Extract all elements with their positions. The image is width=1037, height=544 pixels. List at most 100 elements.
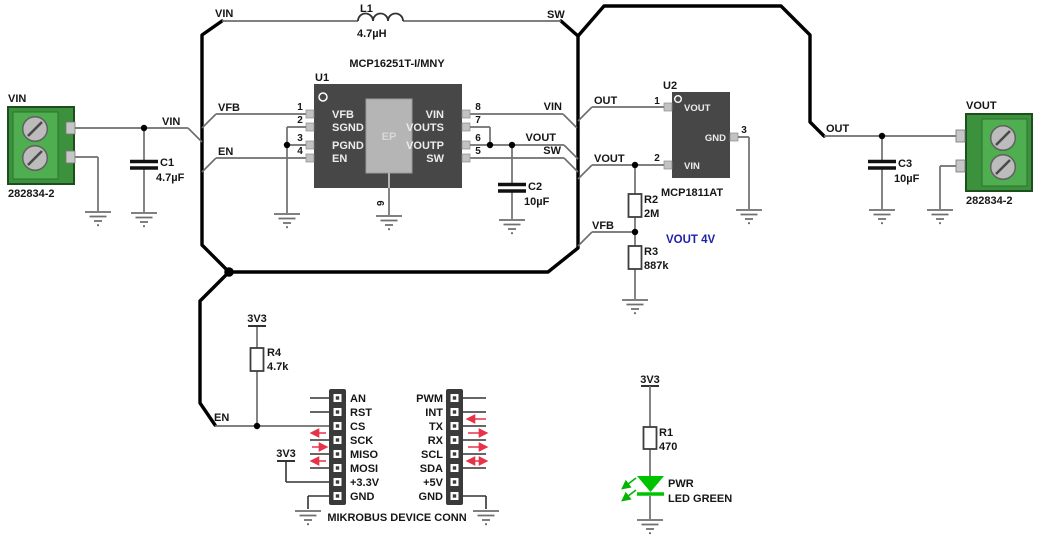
mikrobus-pin-mosi: MOSI: [350, 463, 378, 475]
pin-tab: [461, 109, 471, 119]
ground-symbol: [130, 212, 158, 228]
screw-slot: [27, 150, 43, 166]
mikrobus-pin-rst: RST: [350, 407, 372, 419]
u2-pin-vin: VIN: [684, 161, 700, 172]
header-pin: [450, 408, 459, 416]
c3-ref: C3: [898, 158, 912, 170]
u1-pin-num-5: 5: [475, 146, 481, 157]
mikrobus-header-left: [329, 389, 346, 505]
header-pin: [333, 422, 342, 430]
led-type: LED GREEN: [668, 493, 732, 505]
net-label-en2: EN: [214, 412, 229, 424]
led-emission-arrow-icon: [621, 477, 637, 490]
u1-pin-num-6: 6: [475, 133, 481, 144]
u1-pin-voutp: VOUTP: [406, 140, 444, 152]
inductor-net: VIN SW L1 4.7µH: [215, 3, 565, 40]
inductor-symbol: [357, 12, 404, 22]
net-label-out: OUT: [594, 95, 618, 107]
header-pin: [333, 408, 342, 416]
bus-junction-dot: [224, 267, 234, 277]
net-label-sw-top: SW: [547, 9, 565, 21]
u1-pin-num-7: 7: [475, 115, 481, 126]
mikrobus-pin-sda: SDA: [420, 463, 443, 475]
ground-symbol: [498, 219, 526, 235]
ground-symbol: [375, 215, 403, 231]
mikrobus-pin-3v3: +3.3V: [350, 477, 380, 489]
u1-pin-num-4: 4: [297, 146, 303, 157]
pin-tab: [305, 140, 315, 150]
pin-tab: [305, 109, 315, 119]
net-label-vin: VIN: [162, 116, 180, 128]
r1-value: 470: [659, 441, 677, 453]
header-pin: [450, 394, 459, 402]
terminal-vout-part: 282834-2: [966, 195, 1013, 207]
c2-ref: C2: [528, 181, 542, 193]
mikrobus-pin-miso: MISO: [350, 449, 379, 461]
resistor-r2: [627, 193, 643, 218]
header-pin: [333, 394, 342, 402]
junction-dot: [878, 132, 886, 140]
header-pin: [333, 450, 342, 458]
mikrobus-pin-gnd-right: GND: [419, 491, 444, 503]
u2-part: MCP1811AT: [661, 187, 723, 199]
ground-symbol: [84, 211, 112, 227]
mikrobus-pin-5v: +5V: [423, 477, 444, 489]
pin-tab: [461, 140, 471, 150]
u2-pin-gnd: GND: [705, 133, 726, 144]
header-pin: [333, 464, 342, 472]
terminal-pin-tab: [955, 129, 966, 143]
ground-symbol: [273, 213, 301, 229]
resistor-r4: [249, 347, 265, 372]
junction-dot: [253, 422, 261, 430]
mikrobus-pin-gnd-left: GND: [350, 491, 375, 503]
u1-pin-num-8: 8: [475, 102, 481, 113]
net-label-sw-pin5: SW: [543, 145, 561, 157]
led-emission-arrow-icon: [621, 489, 637, 502]
c1-ref: C1: [160, 157, 174, 169]
u1-pin-num-9: 9: [376, 200, 387, 206]
terminal-vin-label: VIN: [8, 93, 26, 105]
screw-slot: [995, 159, 1011, 175]
header-pin: [450, 492, 459, 500]
led-symbol: [637, 476, 664, 492]
u1-pin-vouts: VOUTS: [406, 122, 444, 134]
u1-ep-label: EP: [382, 131, 397, 143]
r1-ref: R1: [659, 427, 673, 439]
ground-symbol: [621, 299, 649, 315]
u1-ref: U1: [315, 72, 329, 84]
u2-pin-num-3: 3: [741, 125, 747, 136]
pin1-indicator-icon: [318, 92, 328, 102]
junction-dot: [486, 141, 494, 149]
header-pin: [333, 492, 342, 500]
pin1-indicator-icon: [674, 94, 683, 103]
u2-pin-num-1: 1: [654, 96, 660, 107]
ground-symbol: [472, 510, 500, 526]
terminal-vin-part: 282834-2: [8, 188, 55, 200]
capacitor-c2: [498, 182, 526, 193]
junction-dot: [508, 141, 516, 149]
c1-value: 4.7µF: [156, 172, 185, 184]
capacitor-c3: [868, 159, 896, 170]
pin-tab: [663, 102, 673, 112]
power-label-3v3: 3V3: [640, 374, 660, 386]
mikrobus-pin-rx: RX: [428, 435, 444, 447]
ground-symbol: [735, 209, 763, 225]
u1-pin-num-2: 2: [297, 115, 303, 126]
pin-tab: [305, 153, 315, 163]
u1-section: VFB EN VIN VOUT SW EP U1 MCP16251T-I/MNY…: [201, 58, 579, 235]
ground-symbol: [294, 510, 322, 526]
header-pin: [333, 436, 342, 444]
u2-section: OUT VOUT VFB U2 VOUT GND VIN 1 2 3 MCP18…: [577, 80, 763, 315]
resistor-r1: [642, 426, 658, 450]
header-pin: [450, 422, 459, 430]
ground-symbol: [868, 209, 896, 225]
mikrobus-header-right: [446, 389, 463, 505]
net-label-vin-pin8: VIN: [544, 101, 562, 113]
net-label-out2: OUT: [826, 123, 850, 135]
header-pin: [450, 464, 459, 472]
u1-pin-vin: VIN: [426, 109, 444, 121]
mikrobus-pin-scl: SCL: [421, 449, 443, 461]
c2-value: 10µF: [524, 196, 550, 208]
